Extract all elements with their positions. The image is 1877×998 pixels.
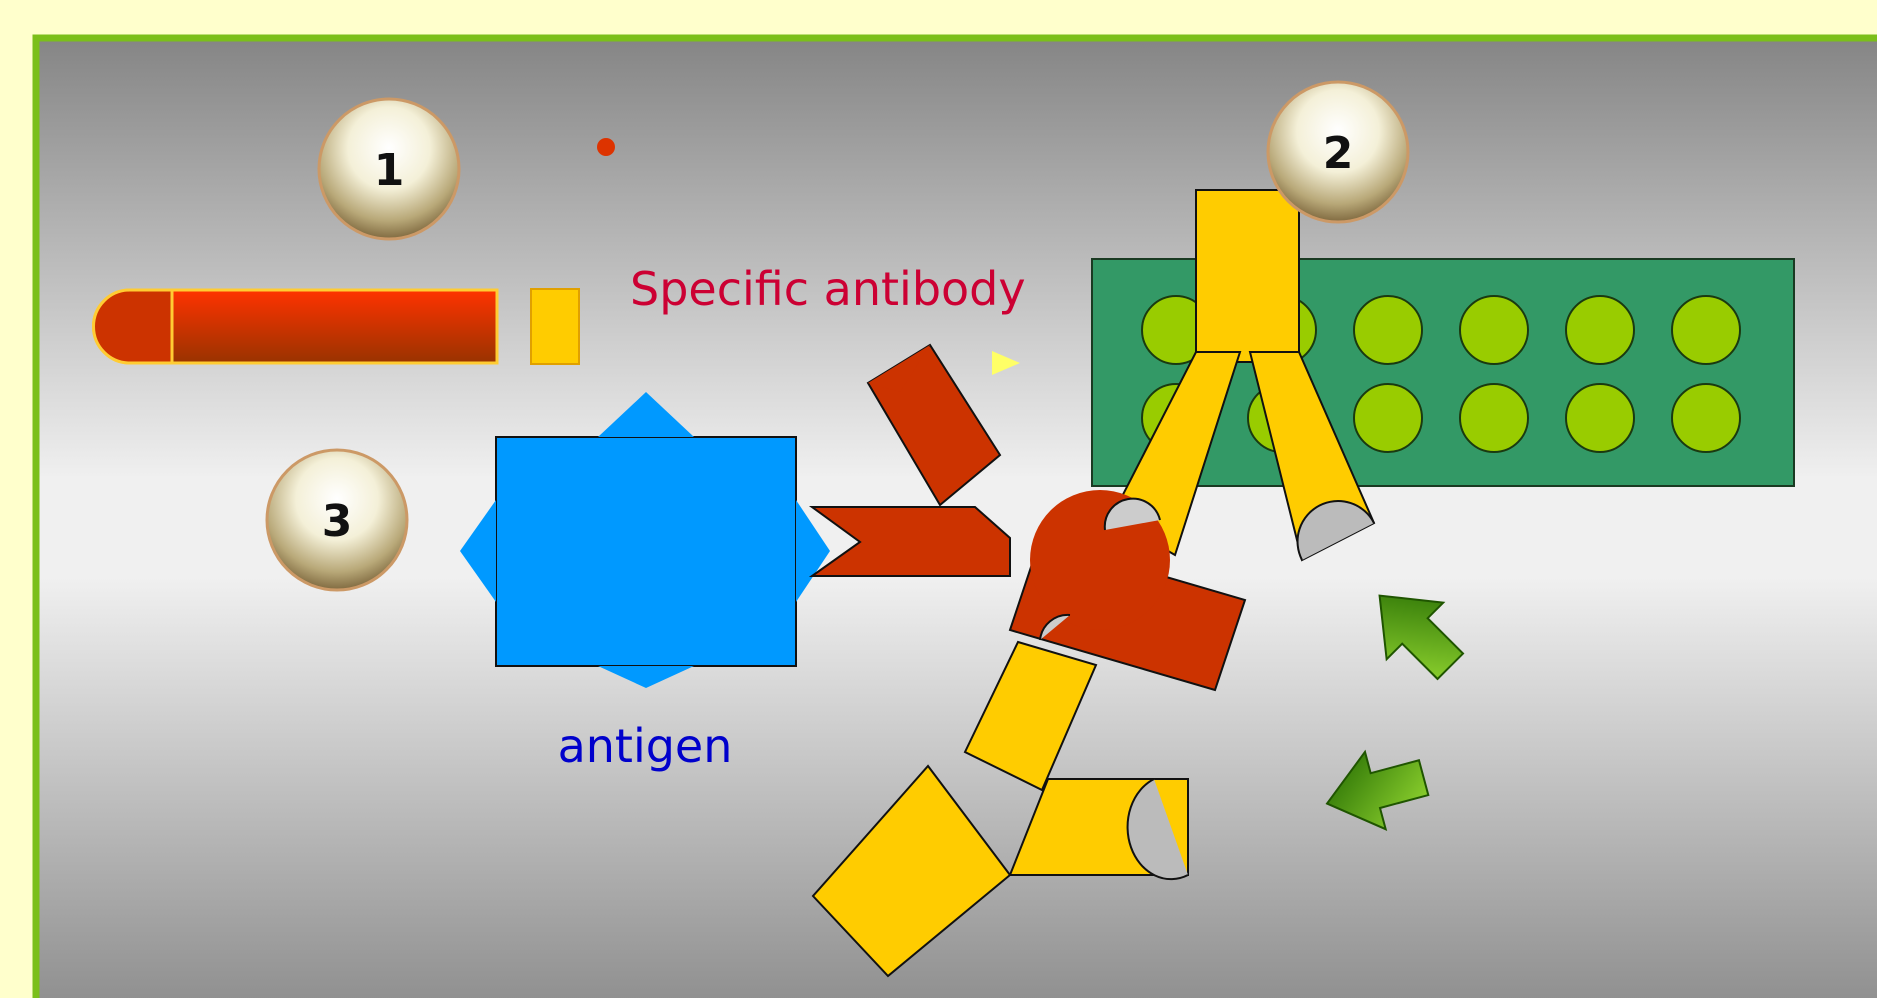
step-badge-1: 1 — [319, 99, 459, 239]
plate-well — [1460, 296, 1528, 364]
plate-well — [1672, 296, 1740, 364]
specific-antibody-label: Specific antibody — [630, 262, 1026, 316]
plate-well — [1354, 296, 1422, 364]
red-dot — [597, 138, 615, 156]
antigen-label: antigen — [558, 719, 733, 773]
step-badge-2: 2 — [1268, 82, 1408, 222]
plate-well — [1460, 384, 1528, 452]
badge-2-label: 2 — [1323, 128, 1354, 179]
badge-1-label: 1 — [374, 145, 405, 196]
badge-3-label: 3 — [322, 496, 353, 547]
plate-well — [1566, 384, 1634, 452]
plate-well — [1566, 296, 1634, 364]
plate-well — [1354, 384, 1422, 452]
plate-well — [1672, 384, 1740, 452]
step-badge-3: 3 — [267, 450, 407, 590]
antigen-star-icon — [460, 392, 830, 688]
